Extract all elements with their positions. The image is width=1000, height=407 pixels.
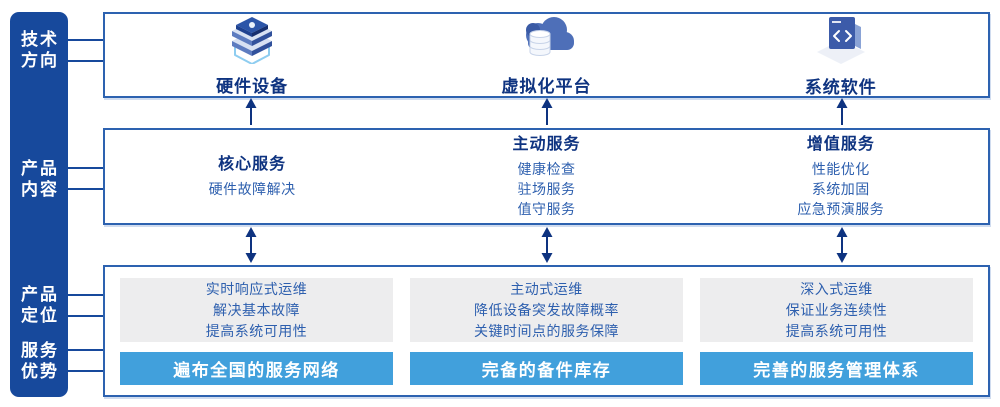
connector-line (66, 349, 105, 351)
up-arrow-icon (694, 98, 990, 126)
positioning-line: 保证业务连续性 (785, 301, 888, 318)
tech-content-arrow-row (103, 98, 990, 126)
positioning-box: 主动式运维 降低设备突发故障概率 关键时间点的服务保障 (410, 278, 683, 343)
code-window-icon (811, 13, 871, 70)
advantage-bar: 完善的服务管理体系 (700, 352, 973, 385)
content-col-value-added-service: 增值服务 性能优化 系统加固 应急预演服务 (694, 130, 988, 223)
content-col-title: 核心服务 (218, 156, 287, 173)
content-positioning-arrow-row (103, 227, 990, 263)
rail-label-line: 服务 (21, 341, 59, 360)
positioning-line: 关键时间点的服务保障 (474, 322, 619, 339)
left-category-rail: 技术 方向 产品 内容 产品 定位 服务 优势 (10, 12, 68, 397)
rail-label-line: 内容 (21, 180, 59, 199)
content-col-active-service: 主动服务 健康检查 驻场服务 值守服务 (399, 130, 693, 223)
positioning-box: 深入式运维 保证业务连续性 提高系统可用性 (700, 278, 973, 343)
connector-line (66, 60, 105, 62)
server-stack-icon (224, 14, 280, 69)
up-arrow-icon (103, 98, 399, 126)
tech-item-label: 虚拟化平台 (501, 76, 592, 96)
advantage-bar: 遍布全国的服务网络 (120, 352, 393, 385)
content-item: 系统加固 (811, 181, 870, 197)
advantage-bar: 完备的备件库存 (410, 352, 683, 385)
double-arrow-icon (694, 227, 990, 263)
connector-line (66, 294, 105, 296)
rail-label-line: 技术 (21, 30, 59, 49)
positioning-box: 实时响应式运维 解决基本故障 提高系统可用性 (120, 278, 393, 343)
bottom-col-indepth: 深入式运维 保证业务连续性 提高系统可用性 完善的服务管理体系 (700, 278, 973, 385)
double-arrow-icon (103, 227, 399, 263)
rail-label-line: 方向 (21, 51, 59, 70)
content-col-core-service: 核心服务 硬件故障解决 (105, 130, 399, 223)
positioning-line: 实时响应式运维 (205, 280, 308, 297)
connector-line (66, 188, 105, 190)
tech-item-system-software: 系统软件 (694, 13, 988, 97)
rail-label-product-positioning: 产品 定位 (10, 284, 68, 326)
positioning-line: 主动式运维 (510, 280, 583, 297)
cloud-database-icon (516, 14, 576, 69)
bottom-col-proactive: 主动式运维 降低设备突发故障概率 关键时间点的服务保障 完备的备件库存 (410, 278, 683, 385)
connector-line (66, 315, 105, 317)
rail-label-service-advantage: 服务 优势 (10, 340, 68, 382)
rail-label-product-content: 产品 内容 (10, 158, 68, 200)
tech-item-label: 硬件设备 (216, 76, 289, 96)
positioning-line: 提高系统可用性 (205, 322, 308, 339)
connector-line (66, 167, 105, 169)
content-item: 硬件故障解决 (208, 181, 296, 197)
rail-label-line: 产品 (21, 285, 59, 304)
connector-line (66, 39, 105, 41)
positioning-line: 解决基本故障 (213, 301, 300, 318)
content-item: 健康检查 (517, 161, 576, 177)
content-item: 值守服务 (517, 201, 576, 217)
tech-item-label: 系统软件 (804, 77, 877, 97)
rail-label-tech-direction: 技术 方向 (10, 29, 68, 71)
product-content-panel: 核心服务 硬件故障解决 主动服务 健康检查 驻场服务 值守服务 增值服务 性能优… (103, 128, 990, 225)
tech-direction-panel: 硬件设备 虚拟化平台 (103, 12, 990, 98)
content-item: 应急预演服务 (797, 201, 885, 217)
positioning-line: 深入式运维 (800, 280, 873, 297)
rail-label-line: 产品 (21, 159, 59, 178)
positioning-advantage-panel: 实时响应式运维 解决基本故障 提高系统可用性 遍布全国的服务网络 主动式运维 降… (103, 265, 990, 397)
content-col-title: 增值服务 (806, 136, 875, 153)
double-arrow-icon (399, 227, 695, 263)
rail-label-line: 定位 (21, 306, 59, 325)
content-item: 驻场服务 (517, 181, 576, 197)
rail-label-line: 优势 (21, 362, 59, 381)
positioning-line: 降低设备突发故障概率 (474, 301, 619, 318)
content-item: 性能优化 (811, 161, 870, 177)
positioning-line: 提高系统可用性 (785, 322, 888, 339)
bottom-col-realtime: 实时响应式运维 解决基本故障 提高系统可用性 遍布全国的服务网络 (120, 278, 393, 385)
content-col-title: 主动服务 (512, 136, 581, 153)
tech-item-virtualization: 虚拟化平台 (399, 14, 693, 96)
connector-line (66, 370, 105, 372)
up-arrow-icon (399, 98, 695, 126)
tech-item-hardware: 硬件设备 (105, 14, 399, 96)
